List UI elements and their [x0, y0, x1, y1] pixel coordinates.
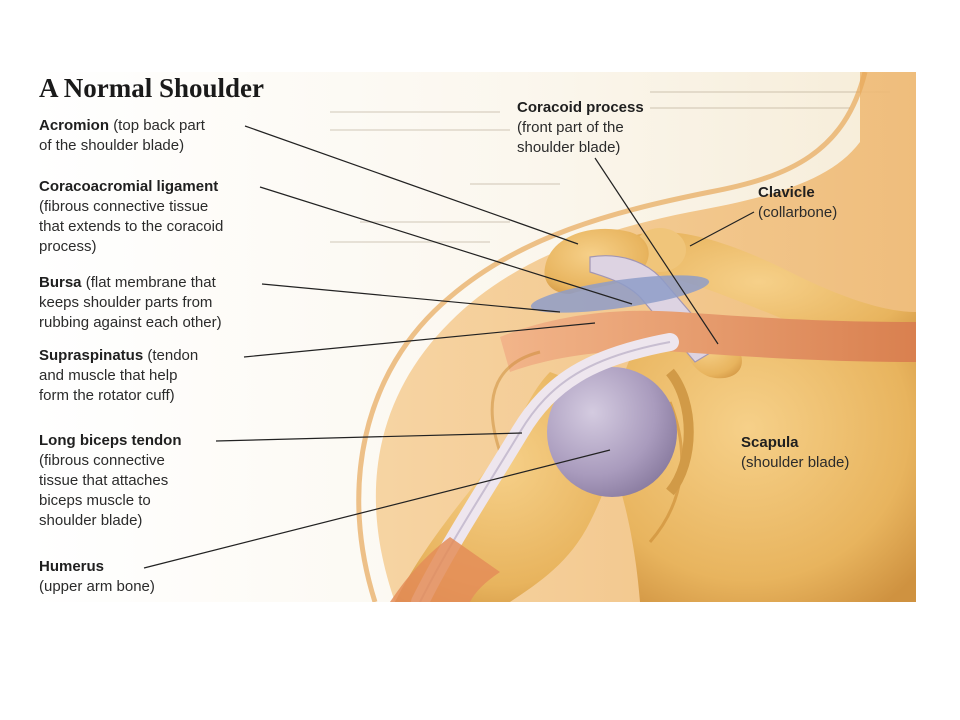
shoulder-illustration: [30, 72, 916, 602]
label-coracoacromial-ligament: Coracoacromial ligament (fibrous connect…: [39, 177, 223, 257]
label-coracoacromial-desc-3: process): [39, 238, 97, 255]
label-long-biceps-tendon: Long biceps tendon (fibrous connective t…: [39, 431, 182, 531]
shoulder-diagram: A Normal Shoulder Acromion (top back par…: [30, 72, 916, 602]
label-bursa-desc-2: keeps shoulder parts from: [39, 294, 213, 311]
label-bursa-desc-3: rubbing against each other): [39, 314, 222, 331]
label-humerus: Humerus (upper arm bone): [39, 557, 155, 597]
scapula-shape: [610, 312, 916, 602]
label-coracoid-desc-1: (front part of the: [517, 119, 624, 136]
leader-biceps: [215, 432, 523, 442]
label-acromion: Acromion (top back part of the shoulder …: [39, 116, 205, 156]
label-acromion-desc-1: (top back part: [113, 117, 205, 134]
leader-coracoid: [594, 157, 719, 345]
supraspinatus-shape: [500, 310, 916, 372]
ghost-text-pattern: [330, 91, 890, 243]
label-coracoacromial-desc-1: (fibrous connective tissue: [39, 198, 209, 215]
label-clavicle-name: Clavicle: [758, 184, 815, 201]
label-clavicle-desc-1: (collarbone): [758, 204, 838, 221]
leader-lines: [143, 125, 755, 569]
leader-coracoacromial: [259, 186, 633, 305]
label-acromion-name: Acromion: [39, 117, 110, 134]
label-biceps-desc-3: biceps muscle to: [39, 492, 151, 509]
arm-muscle-shape: [390, 537, 500, 602]
label-scapula: Scapula (shoulder blade): [741, 433, 849, 473]
glenoid-rim: [665, 368, 694, 496]
bursa-shape: [530, 275, 710, 313]
label-coracoacromial-name: Coracoacromial ligament: [39, 178, 219, 195]
label-humerus-name: Humerus: [39, 558, 105, 575]
label-bursa-desc-1: (flat membrane that: [85, 274, 216, 291]
diagram-title: A Normal Shoulder: [39, 73, 265, 103]
label-biceps-desc-1: (fibrous connective: [39, 452, 165, 469]
leader-acromion: [244, 125, 579, 245]
leader-supraspinatus: [243, 322, 596, 358]
label-bursa-name: Bursa: [39, 274, 82, 291]
label-supraspinatus-desc-2: and muscle that help: [39, 367, 178, 384]
label-coracoid-process: Coracoid process (front part of the shou…: [517, 98, 644, 158]
skin-outline: [356, 72, 868, 602]
label-coracoid-name: Coracoid process: [517, 99, 644, 116]
label-supraspinatus-desc-3: form the rotator cuff): [39, 387, 175, 404]
label-supraspinatus-desc-1: (tendon: [147, 347, 199, 364]
leader-humerus: [143, 449, 611, 569]
leader-clavicle: [689, 211, 755, 247]
label-biceps-name: Long biceps tendon: [39, 432, 182, 449]
label-acromion-desc-2: of the shoulder blade): [39, 137, 185, 154]
humeral-head: [547, 367, 677, 497]
label-bursa: Bursa (flat membrane that keeps shoulder…: [39, 273, 222, 333]
label-biceps-desc-2: tissue that attaches: [39, 472, 169, 489]
label-coracoid-desc-2: shoulder blade): [517, 139, 621, 156]
label-scapula-name: Scapula: [741, 434, 799, 451]
label-coracoacromial-desc-2: that extends to the coracoid: [39, 218, 224, 235]
label-scapula-desc-1: (shoulder blade): [741, 454, 850, 471]
label-humerus-desc-1: (upper arm bone): [39, 578, 155, 595]
leader-bursa: [261, 283, 561, 313]
label-biceps-desc-4: shoulder blade): [39, 512, 143, 529]
label-supraspinatus-name: Supraspinatus: [39, 347, 144, 364]
label-clavicle: Clavicle (collarbone): [758, 183, 837, 223]
label-supraspinatus: Supraspinatus (tendon and muscle that he…: [39, 346, 198, 406]
